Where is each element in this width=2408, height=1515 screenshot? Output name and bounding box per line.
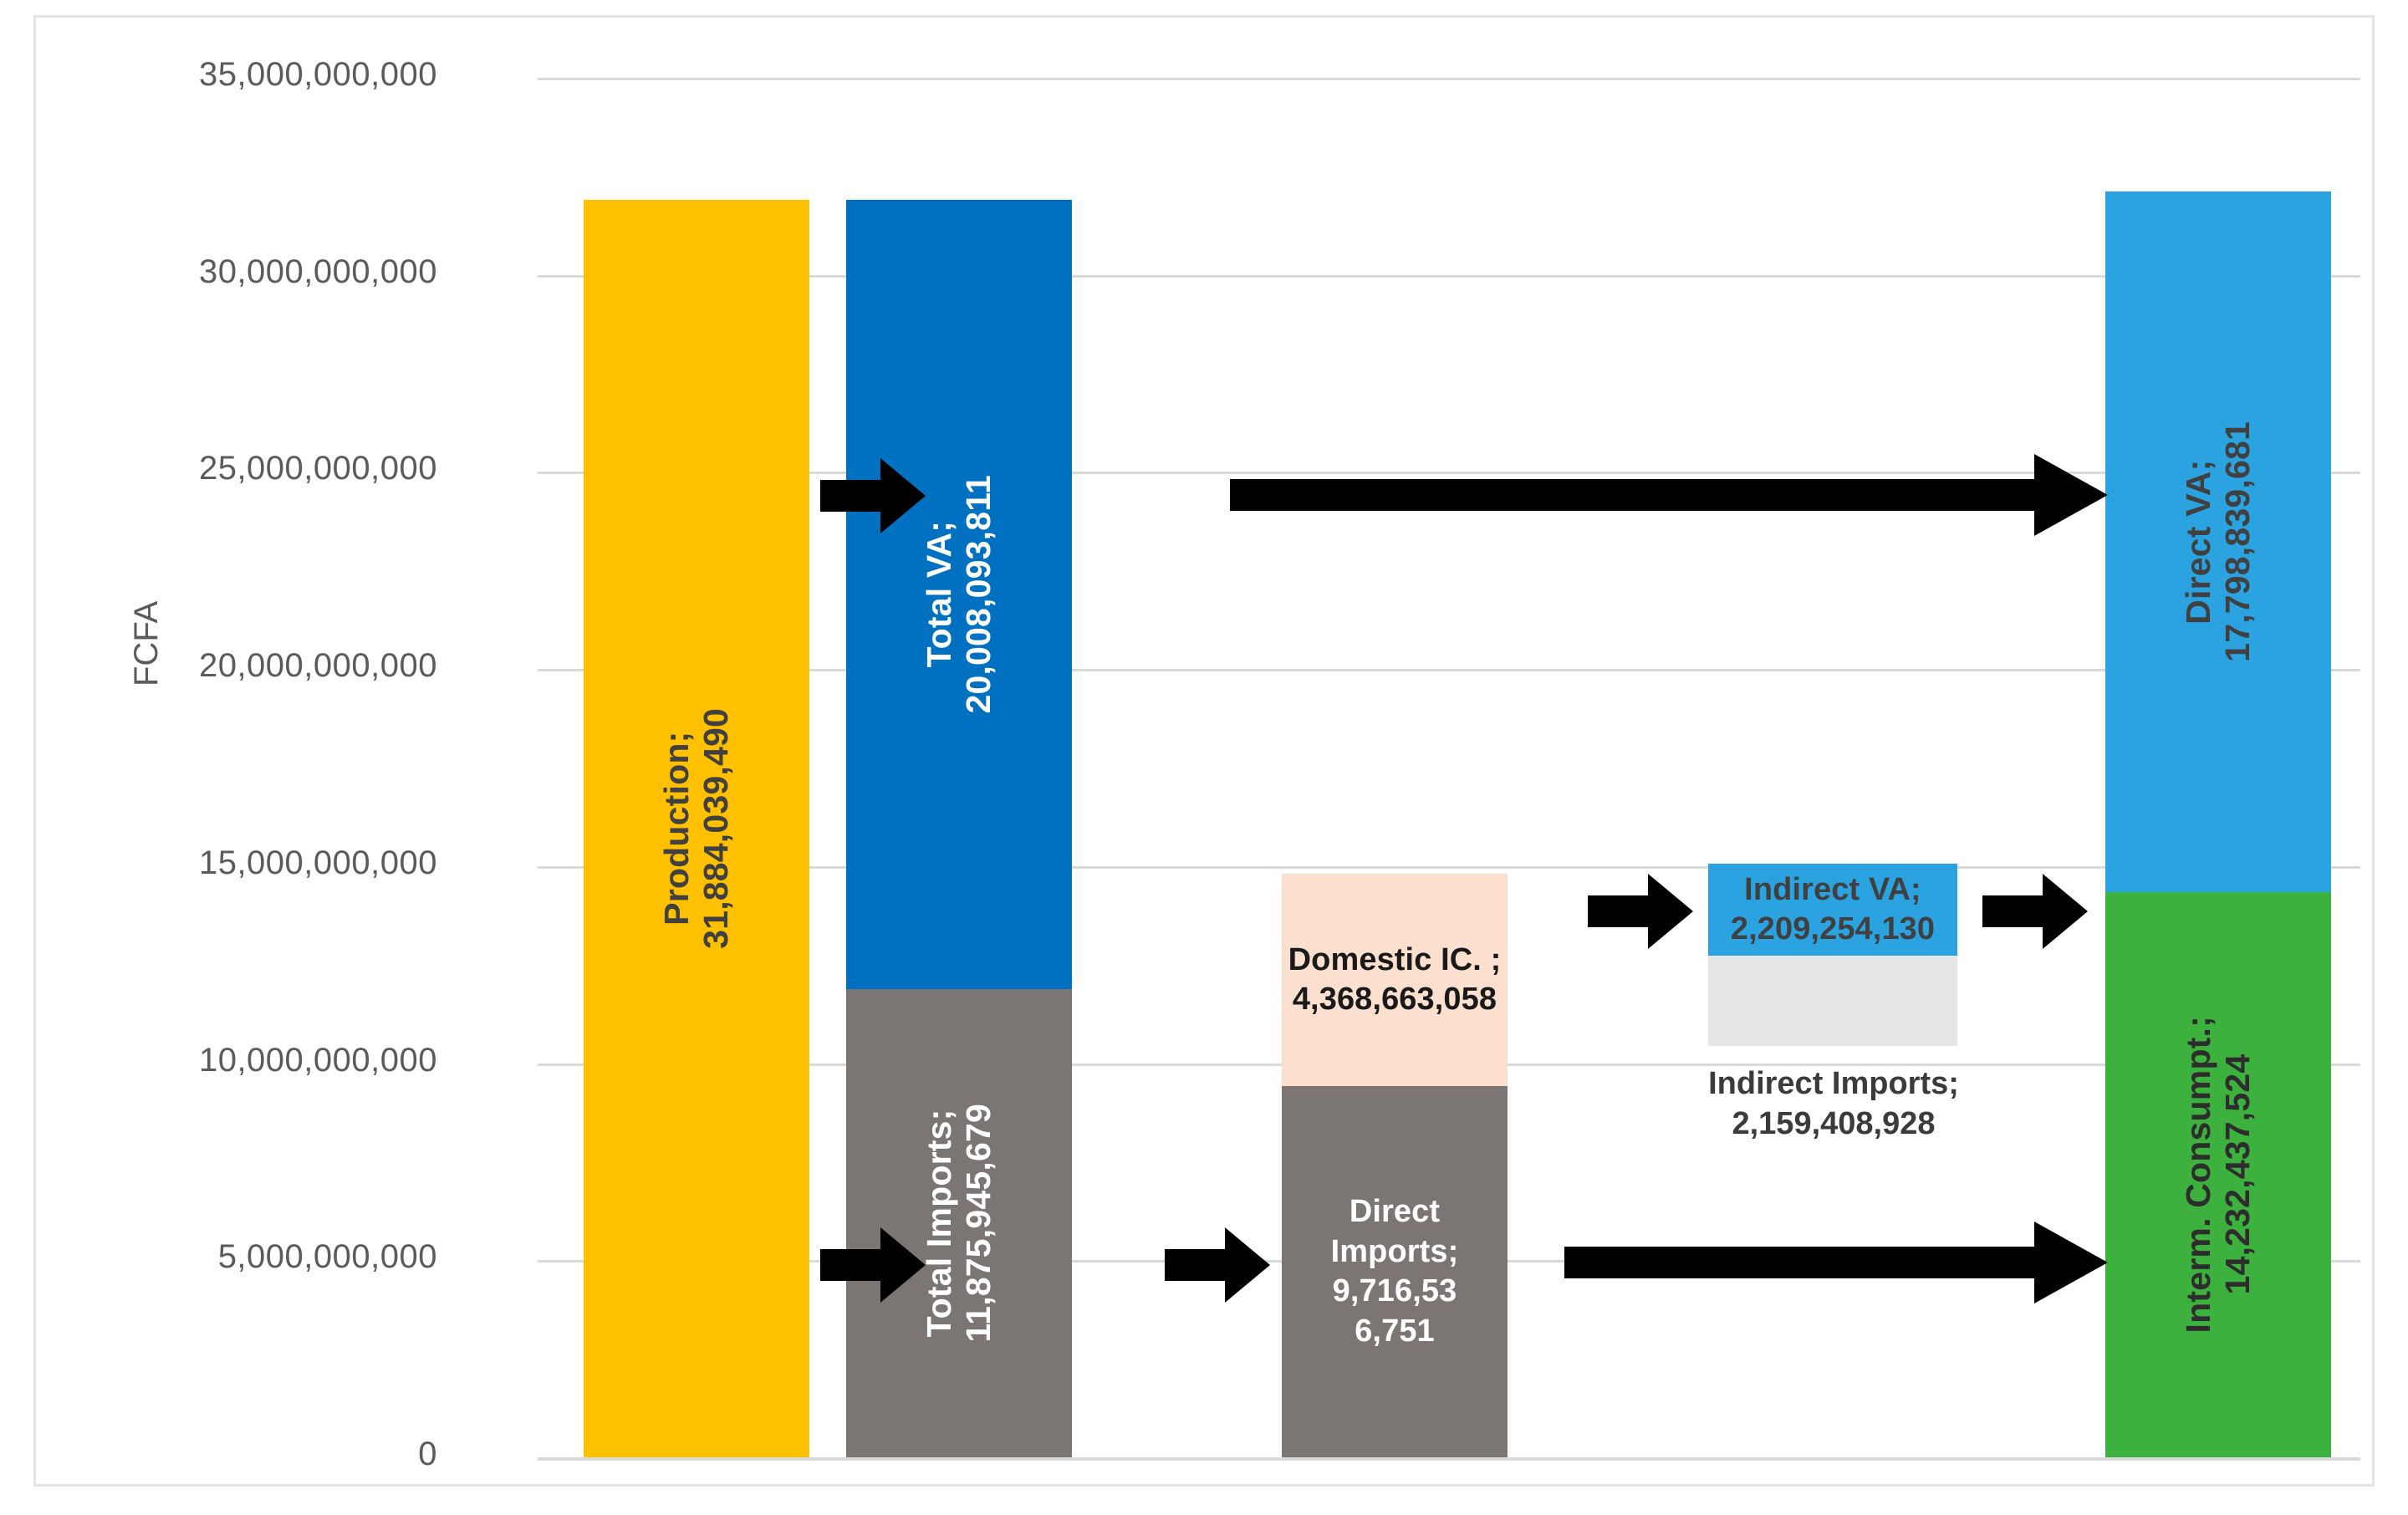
gridline-15b xyxy=(538,866,2360,869)
axis-baseline xyxy=(538,1457,2360,1461)
bar-direct-imports-label: Direct Imports; 9,716,53 6,751 xyxy=(1330,1194,1459,1349)
bar-direct-imports[interactable]: Direct Imports; 9,716,53 6,751 xyxy=(1282,1086,1508,1457)
bar-total-va[interactable]: Total VA; 20,008,093,811 xyxy=(846,200,1072,989)
bar-total-imports-label: Total Imports; 11,875,945,679 xyxy=(919,1104,997,1343)
gridline-35b xyxy=(538,78,2360,80)
arrow-indirect-va-to-interm-consumpt xyxy=(1982,874,2088,949)
bar-total-imports[interactable]: Total Imports; 11,875,945,679 xyxy=(846,989,1072,1457)
box-indirect-imports-label: Indirect Imports; 2,159,408,928 xyxy=(1708,1066,1959,1141)
bar-interm-consumpt[interactable]: Interm. Consumpt.; 14,232,437,524 xyxy=(2105,892,2331,1457)
arrow-direct-imports-to-interm-consumpt xyxy=(1564,1222,2108,1303)
gridline-30b xyxy=(538,275,2360,278)
chart-frame: FCFA 35,000,000,000 30,000,000,000 25,00… xyxy=(33,15,2375,1487)
box-domestic-ic[interactable]: Domestic IC. ; 4,368,663,058 xyxy=(1282,874,1508,1086)
arrow-domestic-ic-to-indirect-va xyxy=(1588,874,1693,949)
y-tick-5b: 5,000,000,000 xyxy=(217,1238,437,1275)
y-tick-25b: 25,000,000,000 xyxy=(198,450,437,487)
y-tick-20b: 20,000,000,000 xyxy=(198,647,437,684)
y-tick-35b: 35,000,000,000 xyxy=(198,56,437,93)
y-tick-15b: 15,000,000,000 xyxy=(198,844,437,881)
gridline-20b xyxy=(538,669,2360,671)
box-indirect-va[interactable]: Indirect VA; 2,209,254,130 xyxy=(1708,864,1957,956)
box-indirect-va-label: Indirect VA; 2,209,254,130 xyxy=(1730,871,1936,947)
gridline-25b xyxy=(538,472,2360,474)
arrow-production-to-total-va xyxy=(820,458,926,533)
bar-production[interactable]: Production; 31,884,039,490 xyxy=(584,200,809,1457)
y-tick-10b: 10,000,000,000 xyxy=(198,1042,437,1079)
bar-direct-va[interactable]: Direct VA; 17,798,839,681 xyxy=(2105,191,2331,892)
plot-area: 35,000,000,000 30,000,000,000 25,000,000… xyxy=(199,56,2360,1472)
arrow-production-to-total-imports xyxy=(820,1227,926,1303)
bar-production-label: Production; 31,884,039,490 xyxy=(656,708,735,949)
bar-total-va-label: Total VA; 20,008,093,811 xyxy=(919,475,997,714)
y-tick-0: 0 xyxy=(418,1436,437,1472)
arrow-total-imports-to-direct-imports xyxy=(1165,1227,1270,1303)
bar-interm-consumpt-label: Interm. Consumpt.; 14,232,437,524 xyxy=(2178,1016,2257,1334)
bar-direct-va-label: Direct VA; 17,798,839,681 xyxy=(2178,421,2257,662)
box-domestic-ic-label: Domestic IC. ; 4,368,663,058 xyxy=(1288,941,1502,1018)
box-indirect-imports-swatch[interactable] xyxy=(1708,956,1957,1046)
arrow-total-va-to-direct-va xyxy=(1230,454,2108,536)
y-tick-30b: 30,000,000,000 xyxy=(198,253,437,290)
